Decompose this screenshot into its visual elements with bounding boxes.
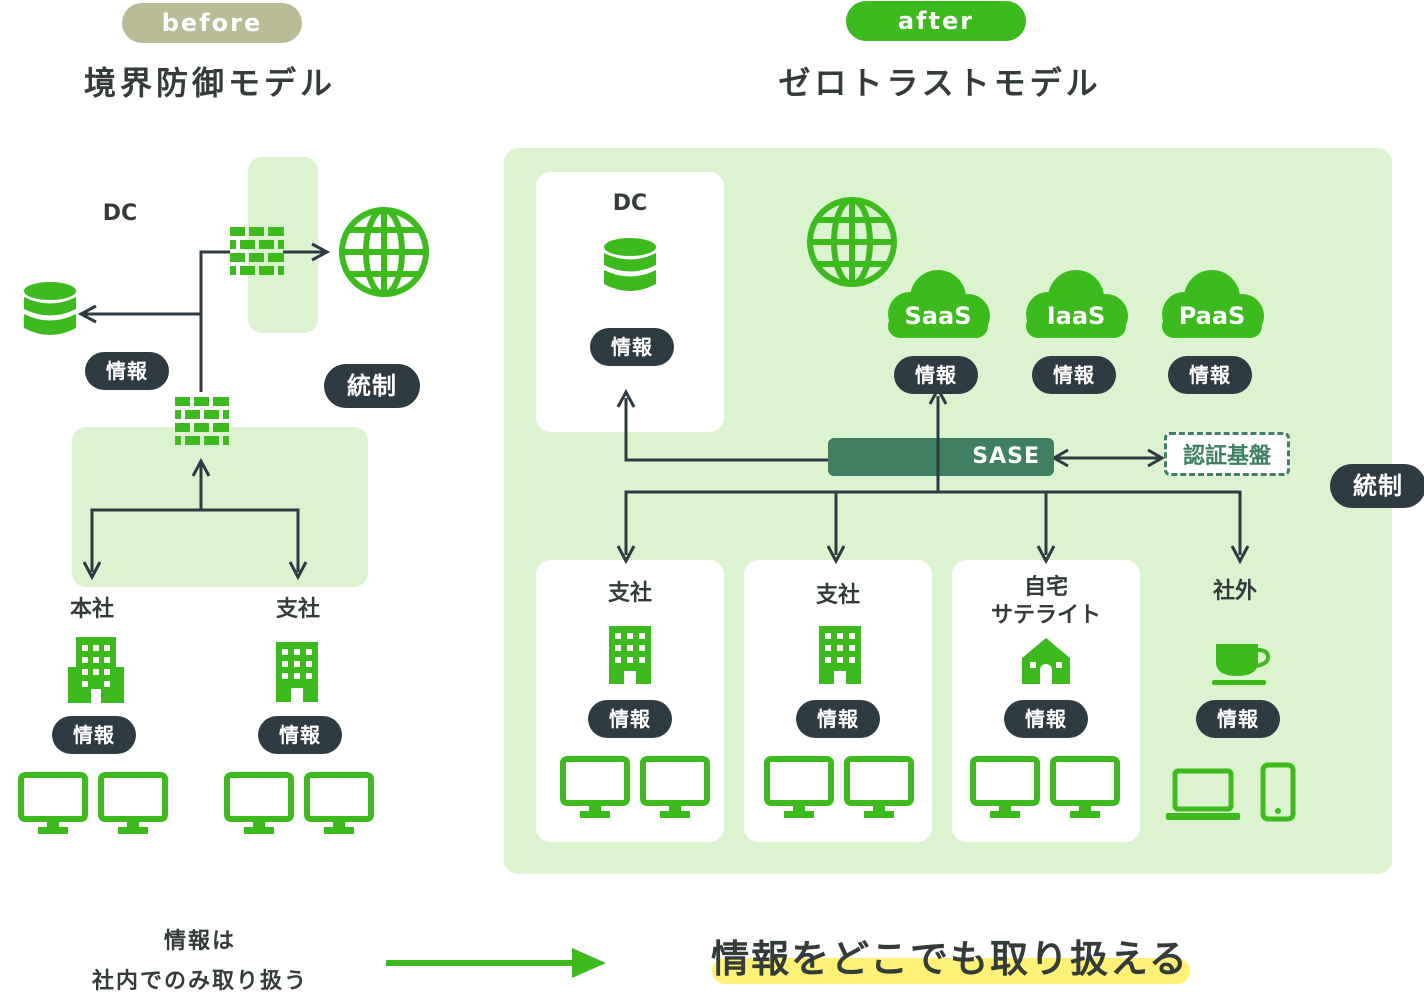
database-icon xyxy=(24,282,76,335)
firewall-icon xyxy=(230,227,284,275)
globe-icon xyxy=(807,197,897,287)
perimeter-zone-lower xyxy=(72,427,368,587)
transition-arrow-icon xyxy=(386,948,606,978)
cloud-icon xyxy=(888,270,990,338)
house-icon xyxy=(1022,638,1070,684)
cloud-label-saas: SaaS xyxy=(904,302,972,330)
branch-building-icon xyxy=(609,626,651,684)
monitor-icon xyxy=(98,772,168,834)
info-badge: 情報 xyxy=(1168,356,1252,394)
sase-bar: SASE xyxy=(828,438,1054,476)
after-title: ゼロトラストモデル xyxy=(778,64,1102,102)
info-badge: 情報 xyxy=(258,716,342,754)
headquarters-building-icon xyxy=(68,637,124,703)
before-title: 境界防御モデル xyxy=(83,64,336,102)
info-badge: 情報 xyxy=(588,700,672,738)
monitor-icon xyxy=(844,756,914,818)
info-badge: 情報 xyxy=(1032,356,1116,394)
site-label: 支社 xyxy=(815,583,860,608)
monitor-icon xyxy=(970,756,1040,818)
governance-badge: 統制 xyxy=(1330,464,1424,508)
branch-building-icon xyxy=(819,626,861,684)
info-badge: 情報 xyxy=(52,716,136,754)
coffee-cup-icon xyxy=(1212,644,1271,685)
cloud-label-iaas: IaaS xyxy=(1046,302,1106,330)
dc-card xyxy=(536,172,724,432)
site-label: 支社 xyxy=(607,581,652,606)
monitor-icon xyxy=(1050,756,1120,818)
auth-platform-box: 認証基盤 xyxy=(1164,432,1290,476)
info-badge: 情報 xyxy=(796,700,880,738)
monitor-icon xyxy=(224,772,294,834)
globe-icon xyxy=(339,207,429,297)
laptop-icon xyxy=(1166,768,1240,820)
summary-highlight xyxy=(712,958,1190,984)
info-badge: 情報 xyxy=(894,356,978,394)
firewall-icon xyxy=(175,397,229,445)
monitor-icon xyxy=(560,756,630,818)
monitor-icon xyxy=(304,772,374,834)
info-badge: 情報 xyxy=(85,352,169,390)
dc-label: DC xyxy=(612,191,648,216)
smartphone-icon xyxy=(1260,762,1296,822)
before-tag: before xyxy=(122,3,302,43)
cloud-icon xyxy=(1162,270,1264,338)
after-tag: after xyxy=(846,1,1026,41)
cloud-label-paas: PaaS xyxy=(1178,302,1246,330)
before-summary-line1: 情報は xyxy=(163,929,236,954)
branch-building-icon xyxy=(276,642,318,702)
after-summary: 情報をどこでも取り扱える xyxy=(711,937,1189,981)
info-badge: 情報 xyxy=(1004,700,1088,738)
info-badge: 情報 xyxy=(1196,700,1280,738)
monitor-icon xyxy=(764,756,834,818)
dc-label: DC xyxy=(102,201,138,226)
before-summary: 情報は 社内でのみ取り扱う xyxy=(60,922,340,1002)
cloud-icon xyxy=(1026,270,1128,338)
before-summary-line2: 社内でのみ取り扱う xyxy=(91,969,308,994)
info-badge: 情報 xyxy=(590,328,674,366)
site-label: 自宅 サテライト xyxy=(990,575,1101,628)
governance-badge: 統制 xyxy=(324,364,420,408)
database-icon xyxy=(604,238,656,291)
monitor-icon xyxy=(18,772,88,834)
site-label: 支社 xyxy=(275,597,320,622)
site-label: 本社 xyxy=(69,597,114,622)
monitor-icon xyxy=(640,756,710,818)
site-label: 社外 xyxy=(1212,579,1257,604)
